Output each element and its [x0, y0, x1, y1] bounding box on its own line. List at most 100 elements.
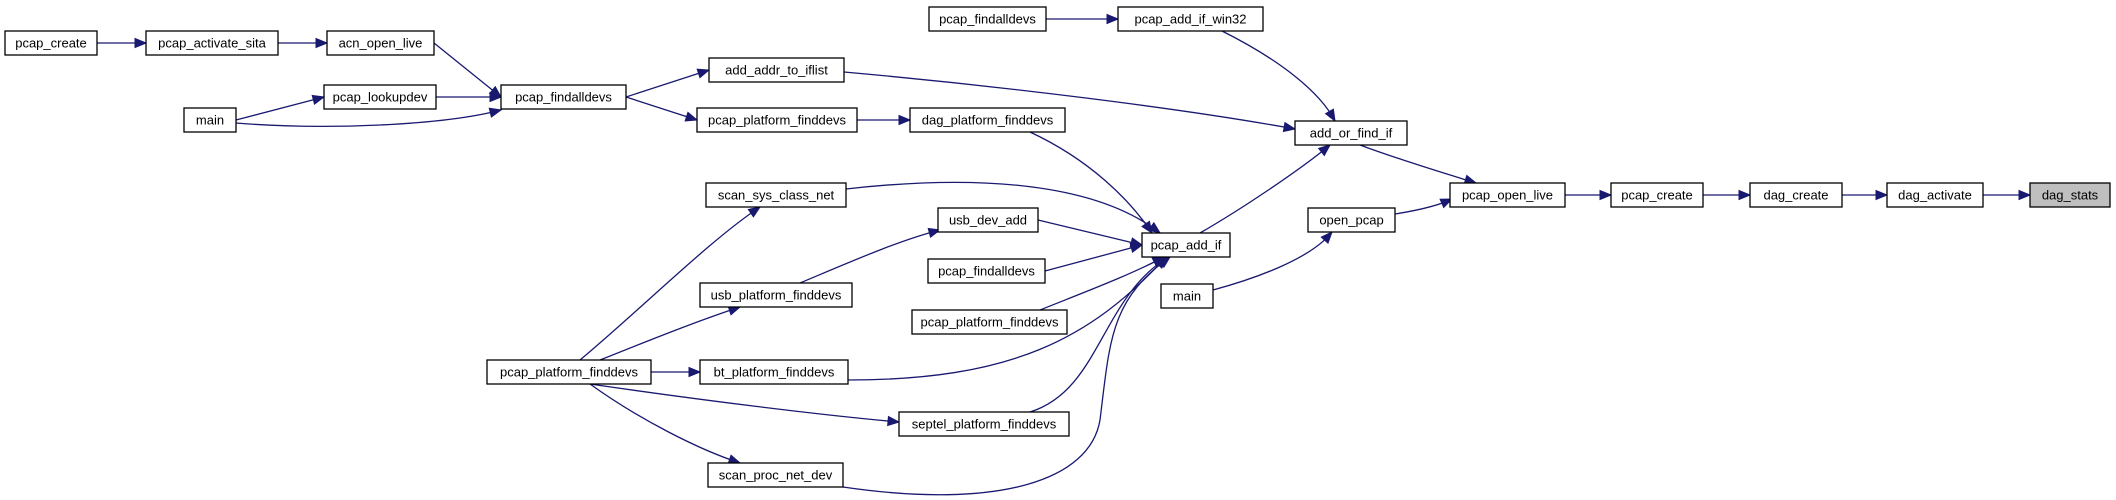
node-pcap-findalldevs-c[interactable]: pcap_findalldevs	[927, 258, 1046, 284]
edge-usb-dev-add-to-pcap-add-if	[1037, 219, 1143, 246]
node-pcap-open-live[interactable]: pcap_open_live	[1449, 182, 1566, 208]
node-dag-stats[interactable]: dag_stats	[2029, 182, 2111, 208]
node-pcap-platform-finddevs-a[interactable]: pcap_platform_finddevs	[696, 107, 858, 133]
edge-main-a-to-pcap-lookupdev	[235, 96, 325, 121]
node-box	[707, 462, 844, 488]
arrowhead-icon	[1157, 256, 1172, 269]
edge-pcap-findalldevs-a-to-add-addr-to-iflist	[625, 69, 710, 98]
node-box	[326, 30, 435, 56]
node-box	[486, 359, 652, 385]
node-scan-sys-class-net[interactable]: scan_sys_class_net	[705, 182, 847, 208]
node-dag-create[interactable]: dag_create	[1749, 182, 1843, 208]
node-box	[937, 207, 1039, 233]
node-label: dag_create	[1763, 188, 1828, 203]
node-box	[1886, 182, 1984, 208]
node-label: pcap_platform_finddevs	[920, 315, 1059, 330]
arrowhead-icon	[1875, 189, 1889, 201]
node-box	[323, 84, 437, 110]
node-box	[1117, 6, 1264, 32]
edge-pcap-platform-finddevs-c-to-scan-sys-class-net	[579, 206, 761, 361]
node-label: open_pcap	[1319, 213, 1383, 228]
node-septel-platform-finddevs[interactable]: septel_platform_finddevs	[898, 411, 1070, 437]
node-box	[708, 57, 845, 83]
node-dag-platform-finddevs[interactable]: dag_platform_finddevs	[909, 107, 1066, 133]
edges-layer	[97, 13, 2032, 496]
edge-septel-platform-finddevs-to-pcap-add-if	[1029, 256, 1169, 413]
node-label: pcap_findalldevs	[939, 12, 1036, 27]
node-box	[1141, 232, 1231, 258]
node-add-addr-to-iflist[interactable]: add_addr_to_iflist	[708, 57, 845, 83]
node-label: pcap_activate_sita	[158, 36, 266, 51]
node-label: dag_platform_finddevs	[922, 113, 1054, 128]
node-label: scan_sys_class_net	[718, 188, 835, 203]
nodes-layer: pcap_create pcap_activate_sita acn_open_li…	[4, 6, 2111, 488]
arrowhead-icon	[488, 107, 503, 118]
node-main-a[interactable]: main	[183, 107, 237, 133]
node-add-or-find-if[interactable]: add_or_find_if	[1294, 120, 1408, 146]
node-label: pcap_create	[1621, 188, 1693, 203]
node-box	[145, 30, 279, 56]
node-pcap-lookupdev[interactable]: pcap_lookupdev	[323, 84, 437, 110]
node-box	[2029, 182, 2111, 208]
node-label: main	[1173, 289, 1201, 304]
arrowhead-icon	[311, 94, 326, 105]
node-box	[1307, 207, 1396, 233]
node-scan-proc-net-dev[interactable]: scan_proc_net_dev	[707, 462, 844, 488]
node-pcap-platform-finddevs-b[interactable]: pcap_platform_finddevs	[911, 309, 1068, 335]
node-label: pcap_open_live	[1462, 188, 1553, 203]
edge-usb-platform-finddevs-to-usb-dev-add	[799, 229, 941, 284]
edge-add-or-find-if-to-pcap-open-live	[1359, 144, 1477, 184]
arrowhead-icon	[1147, 221, 1162, 234]
arrowhead-icon	[747, 206, 762, 218]
node-pcap-add-if-win32[interactable]: pcap_add_if_win32	[1117, 6, 1264, 32]
node-label: usb_dev_add	[949, 213, 1027, 228]
node-dag-activate[interactable]: dag_activate	[1886, 182, 1984, 208]
arrowhead-icon	[1129, 242, 1144, 254]
node-main-b[interactable]: main	[1160, 283, 1214, 309]
node-box	[898, 411, 1070, 437]
arrowhead-icon	[688, 366, 702, 378]
node-pcap-add-if[interactable]: pcap_add_if	[1141, 232, 1231, 258]
node-label: acn_open_live	[339, 36, 423, 51]
node-box	[1610, 182, 1704, 208]
node-pcap-findalldevs-a[interactable]: pcap_findalldevs	[500, 84, 627, 110]
arrowhead-icon	[927, 227, 942, 239]
node-box	[696, 107, 858, 133]
node-label: add_addr_to_iflist	[725, 63, 828, 78]
node-pcap-activate-sita[interactable]: pcap_activate_sita	[145, 30, 279, 56]
node-pcap-create-b[interactable]: pcap_create	[1610, 182, 1704, 208]
node-label: main	[196, 113, 224, 128]
arrowhead-icon	[1106, 13, 1120, 25]
edge-main-b-to-open-pcap	[1212, 231, 1333, 291]
node-label: add_or_find_if	[1310, 126, 1393, 141]
node-pcap-create-a[interactable]: pcap_create	[4, 30, 98, 56]
node-label: pcap_findalldevs	[515, 90, 612, 105]
node-label: scan_proc_net_dev	[719, 468, 833, 483]
node-acn-open-live[interactable]: acn_open_live	[326, 30, 435, 56]
edge-pcap-platform-finddevs-b-to-pcap-add-if	[1039, 256, 1165, 311]
node-box	[1160, 283, 1214, 309]
edge-acn-open-live-to-pcap-findalldevs-a	[433, 42, 502, 98]
node-usb-platform-finddevs[interactable]: usb_platform_finddevs	[699, 282, 853, 308]
edge-pcap-platform-finddevs-c-to-septel-platform-finddevs	[589, 383, 900, 423]
edge-pcap-findalldevs-c-to-pcap-add-if	[1044, 244, 1143, 272]
node-pcap-platform-finddevs-c[interactable]: pcap_platform_finddevs	[486, 359, 652, 385]
node-open-pcap[interactable]: open_pcap	[1307, 207, 1396, 233]
node-box	[909, 107, 1066, 133]
node-label: pcap_findalldevs	[938, 264, 1035, 279]
edge-scan-proc-net-dev-to-pcap-add-if	[842, 256, 1171, 496]
node-usb-dev-add[interactable]: usb_dev_add	[937, 207, 1039, 233]
edge-pcap-add-if-win32-to-add-or-find-if	[1221, 30, 1336, 122]
arrowhead-icon	[315, 37, 329, 49]
edge-dag-platform-finddevs-to-pcap-add-if	[1029, 131, 1153, 234]
node-bt-platform-finddevs[interactable]: bt_platform_finddevs	[699, 359, 849, 385]
node-pcap-findalldevs-b[interactable]: pcap_findalldevs	[928, 6, 1047, 32]
node-label: pcap_lookupdev	[333, 90, 428, 105]
node-label: septel_platform_finddevs	[912, 417, 1057, 432]
node-box	[928, 6, 1047, 32]
node-label: pcap_add_if_win32	[1134, 12, 1246, 27]
node-box	[927, 258, 1046, 284]
arrowhead-icon	[1324, 108, 1336, 123]
edge-pcap-add-if-to-add-or-find-if	[1199, 144, 1331, 234]
